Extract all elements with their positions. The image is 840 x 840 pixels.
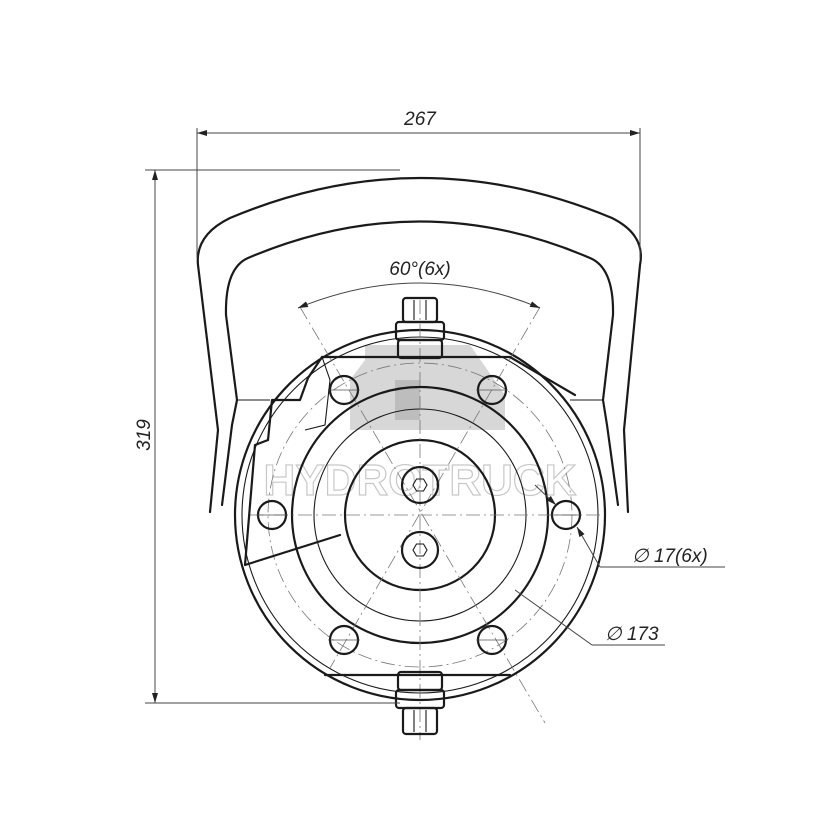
bolt-circle-label: ∅ 173 xyxy=(605,624,659,645)
width-label: 267 xyxy=(403,109,437,130)
mounting-hole xyxy=(328,624,360,656)
bottom-fitting xyxy=(394,670,446,736)
height-dimension: 319 xyxy=(134,169,400,704)
height-label: 319 xyxy=(134,419,155,451)
mounting-hole xyxy=(476,624,508,656)
handle xyxy=(196,176,642,514)
mounting-hole xyxy=(328,374,360,406)
mounting-holes xyxy=(256,374,582,656)
mounting-hole xyxy=(550,499,582,531)
hole-diameter-dimension: ∅ 17(6x) xyxy=(534,484,725,568)
socket-screws xyxy=(400,465,440,570)
side-plate xyxy=(243,355,577,677)
mounting-hole xyxy=(476,374,508,406)
bolt-circle-dimension: ∅ 173 xyxy=(514,589,665,646)
width-dimension: 267 xyxy=(196,109,641,258)
hole-diameter-label: ∅ 17(6x) xyxy=(632,546,708,567)
mounting-hole xyxy=(256,499,288,531)
angle-dimension: 60°(6x) xyxy=(297,259,541,309)
angle-label: 60°(6x) xyxy=(389,259,450,280)
